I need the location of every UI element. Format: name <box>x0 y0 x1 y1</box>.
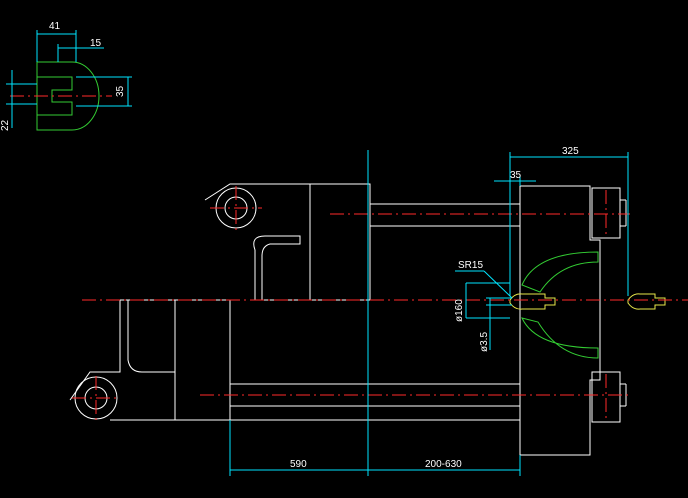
nozzle-outer <box>627 293 666 310</box>
fixed-platen <box>519 185 601 456</box>
toggle-link-upper <box>204 183 311 301</box>
tie-nut-lower <box>591 371 621 423</box>
dim-mould-height-range: 200-630 <box>425 459 462 470</box>
tie-nut-upper <box>591 187 621 239</box>
dim-nozzle-dia: ø3.5 <box>479 332 490 352</box>
dim-bore-dia: ø160 <box>454 299 465 322</box>
dim-detail-slot: 15 <box>90 38 102 49</box>
nozzle-housing <box>521 251 599 359</box>
dim-detail-offset: 22 <box>0 119 11 131</box>
detail-view: 41 15 35 22 <box>0 21 132 131</box>
dim-detail-height: 35 <box>115 85 126 97</box>
detail-section <box>36 61 100 131</box>
leader-sr15 <box>483 270 513 299</box>
dim-nozzle-projection: 35 <box>510 170 522 181</box>
dim-platen-distance: 590 <box>290 459 307 470</box>
moving-platen <box>309 183 371 301</box>
nozzle-inner <box>509 293 556 310</box>
platen-block <box>174 299 231 421</box>
dim-sphere-radius: SR15 <box>458 260 483 271</box>
dim-detail-width: 41 <box>49 21 61 32</box>
dim-stroke-total: 325 <box>562 146 579 157</box>
main-view: 325 35 SR15 ø160 ø3.5 590 200-630 <box>69 146 688 476</box>
